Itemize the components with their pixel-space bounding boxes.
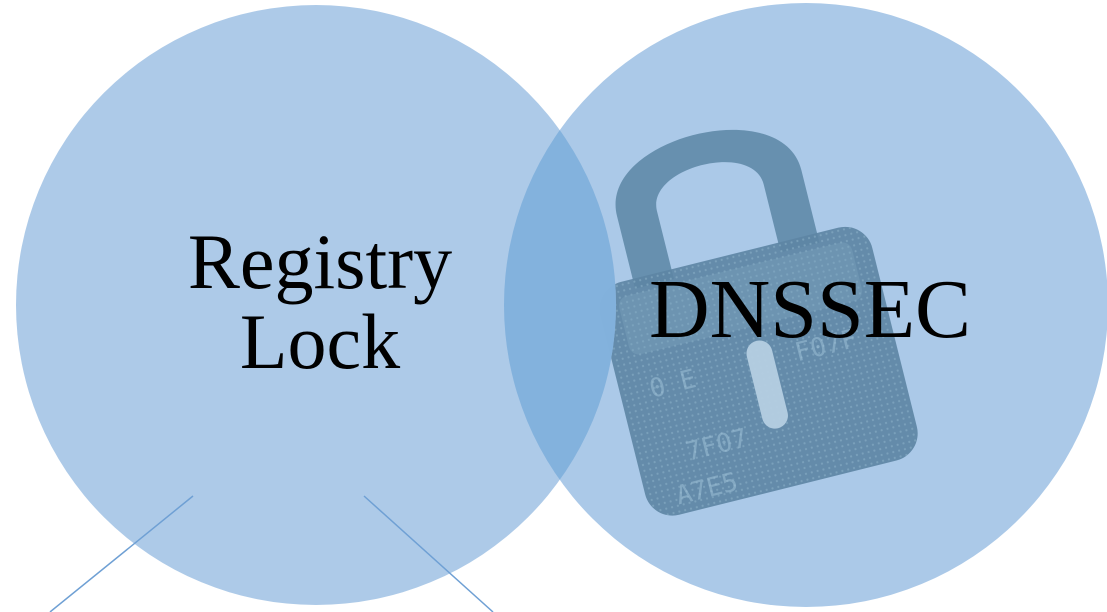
connector-line-right [363, 495, 494, 612]
circle-registry-lock [16, 5, 616, 605]
connector-line-left [49, 495, 194, 612]
label-registry-lock: Registry Lock [120, 222, 520, 382]
padlock-icon: 0 E F07F 7F07 A7E5 [599, 129, 918, 516]
label-dnssec: DNSSEC [648, 263, 972, 356]
label-registry-lock-line-1: Registry [187, 218, 453, 305]
label-registry-lock-line-2: Lock [239, 298, 401, 385]
